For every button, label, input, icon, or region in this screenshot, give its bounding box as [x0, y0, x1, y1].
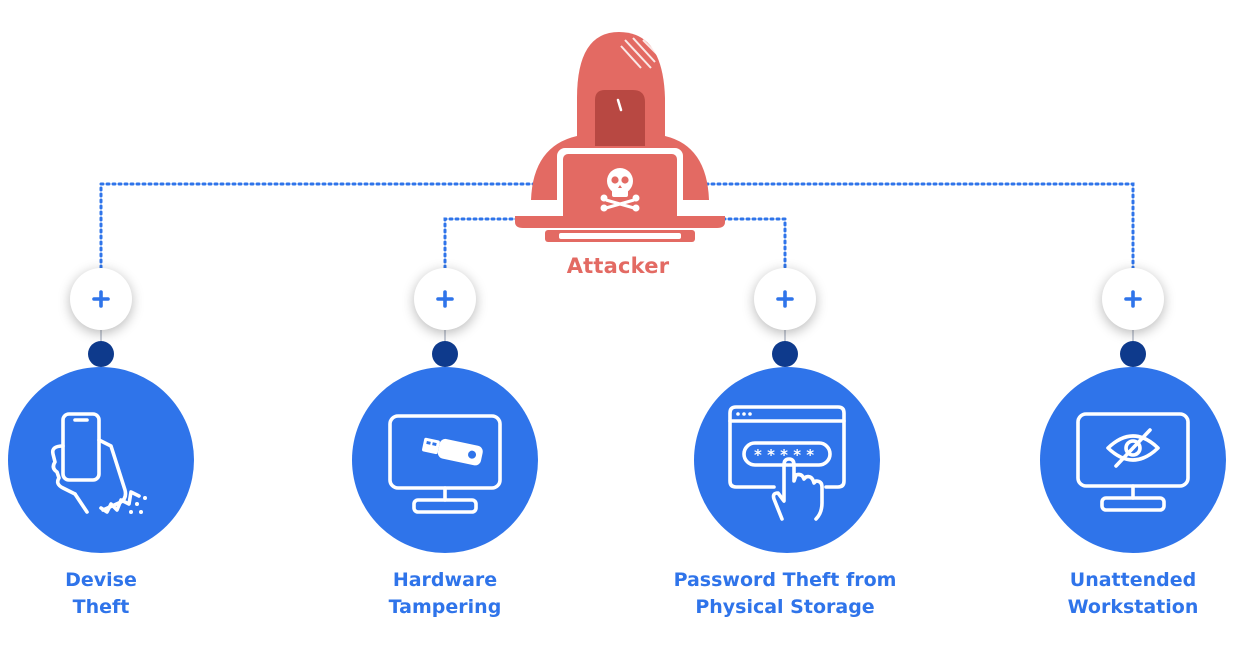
plus-icon: [1124, 290, 1142, 308]
node-unattended-workstation[interactable]: [1040, 367, 1226, 553]
expand-button-password-theft[interactable]: [754, 268, 816, 330]
expand-button-device-theft[interactable]: [70, 268, 132, 330]
connector-dot: [772, 341, 798, 367]
connector-dot: [88, 341, 114, 367]
connector-inner-left: [443, 217, 525, 270]
connector-dot: [1120, 341, 1146, 367]
phone-in-hand-icon: [50, 412, 147, 514]
node-hardware-tampering[interactable]: [352, 367, 538, 553]
node-label-password-theft: Password Theft from Physical Storage: [673, 569, 897, 618]
node-device-theft[interactable]: [8, 367, 194, 553]
connector-outer-right: [698, 182, 1135, 270]
plus-icon: [92, 290, 110, 308]
connector-dot: [432, 341, 458, 367]
plus-icon: [776, 290, 794, 308]
connector-outer-left: [99, 182, 542, 270]
expand-button-hardware-tampering[interactable]: [414, 268, 476, 330]
connector-inner-right: [715, 217, 787, 270]
node-password-theft[interactable]: * * * * *: [694, 367, 880, 553]
hooded-hacker-icon: [515, 32, 725, 242]
browser-password-icon: * * * * *: [728, 405, 846, 521]
monitor-hidden-eye-icon: [1076, 412, 1190, 512]
node-label-unattended-workstation: Unattended Workstation: [1067, 569, 1199, 618]
plus-icon: [436, 290, 454, 308]
node-label-hardware-tampering: Hardware Tampering: [388, 569, 502, 618]
monitor-usb-icon: [388, 414, 502, 514]
expand-button-unattended-workstation[interactable]: [1102, 268, 1164, 330]
svg-text:* * * * *: * * * * *: [754, 446, 814, 464]
attacker-label: Attacker: [566, 254, 670, 278]
node-label-device-theft: Devise Theft: [65, 569, 137, 618]
